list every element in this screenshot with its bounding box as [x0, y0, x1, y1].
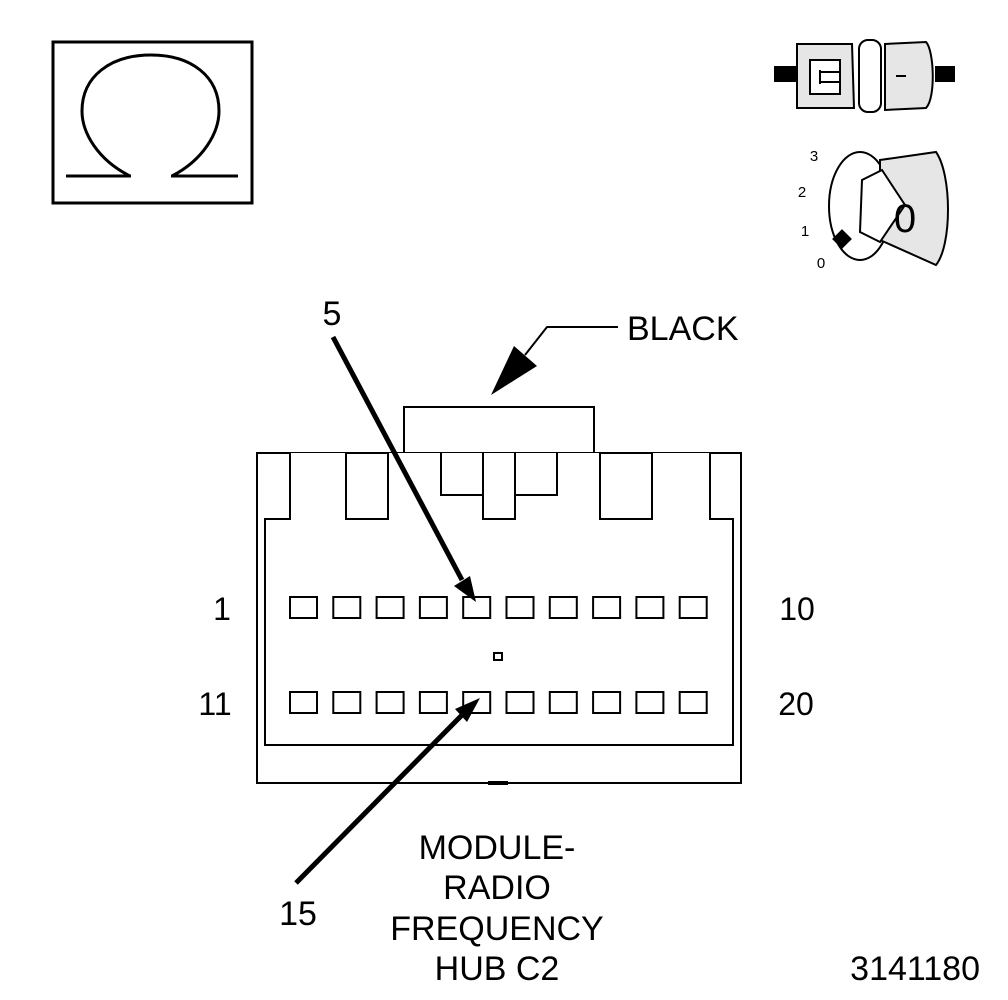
pin-cavity-2 — [332, 596, 362, 619]
row1-start-label: 1 — [213, 591, 231, 627]
ignition-key-icon: 0 0 1 2 3 — [798, 148, 949, 272]
pin-cavity-17 — [548, 691, 578, 714]
pin-cavity-1 — [289, 596, 318, 619]
pin-cavity-7 — [548, 596, 578, 619]
omega-icon — [51, 40, 254, 205]
connector-name-line-2: RADIO — [443, 869, 551, 907]
pin-cavity-13 — [375, 691, 405, 714]
ignition-position-1: 1 — [801, 223, 809, 240]
pin-5-callout: 5 — [323, 295, 476, 602]
connector-name-line-1: MODULE- — [419, 829, 576, 867]
pin-cavity-6 — [505, 596, 535, 619]
pin-cavities — [289, 596, 708, 714]
connector-color-label: BLACK — [627, 310, 739, 348]
color-callout: BLACK — [491, 310, 739, 395]
pin-cavity-8 — [592, 596, 622, 619]
pin-5-label: 5 — [323, 295, 342, 333]
ignition-position-3: 3 — [810, 148, 818, 165]
ignition-position-2: 2 — [798, 184, 806, 201]
ignition-key-label: 0 — [894, 197, 916, 241]
pin-cavity-11 — [289, 691, 318, 714]
figure-id: 3141180 — [850, 950, 980, 988]
row1-end-label: 10 — [779, 591, 815, 627]
pin-cavity-3 — [375, 596, 405, 619]
pin-cavity-4 — [418, 596, 448, 619]
row2-end-label: 20 — [778, 686, 814, 722]
pin-cavity-19 — [635, 691, 665, 714]
pin-cavity-10 — [678, 596, 708, 619]
pin-cavity-20 — [678, 691, 708, 714]
connector-name-line-3: FREQUENCY — [390, 910, 603, 948]
connector-body — [256, 406, 742, 785]
pin-15-callout: 15 — [279, 698, 480, 933]
pin-cavity-18 — [592, 691, 622, 714]
disconnect-connector-icon — [774, 39, 955, 113]
pin-cavity-5 — [462, 596, 492, 619]
pin-cavity-9 — [635, 596, 665, 619]
pin-cavity-12 — [332, 691, 362, 714]
pin-15-label: 15 — [279, 895, 317, 933]
row2-start-label: 11 — [198, 686, 231, 722]
ignition-position-0: 0 — [817, 255, 825, 272]
connector-name-line-4: HUB C2 — [435, 950, 560, 988]
pin-cavity-16 — [505, 691, 535, 714]
connector-name: MODULE- RADIO FREQUENCY HUB C2 — [390, 829, 603, 988]
pin-cavity-14 — [418, 691, 448, 714]
